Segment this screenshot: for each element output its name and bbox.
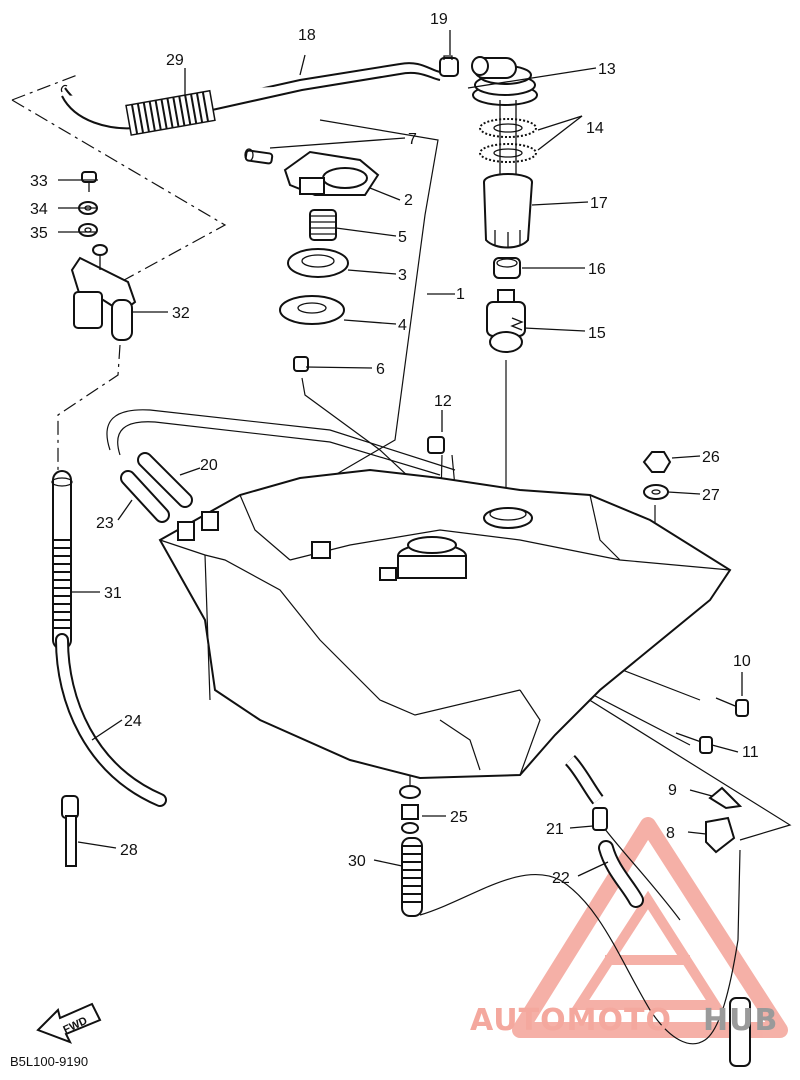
screw-33	[81, 171, 97, 192]
hose-23	[120, 470, 170, 523]
hose-20	[137, 452, 193, 508]
label-13: 13	[598, 61, 616, 78]
spring-5	[309, 209, 337, 241]
label-16: 16	[588, 261, 606, 278]
strainer-17	[483, 173, 533, 249]
label-19: 19	[430, 11, 448, 28]
part-number-labels: 1 2 3 4 5 6 7 8 9 10 11 12 13 14 15 16 1…	[30, 11, 759, 887]
label-29: 29	[166, 52, 184, 69]
nut-12	[427, 436, 445, 454]
label-4: 4	[398, 317, 407, 334]
label-6: 6	[376, 361, 385, 378]
washer-35	[78, 223, 98, 237]
drain-fitting-25	[399, 785, 421, 834]
spring-guard-29	[125, 89, 216, 136]
label-3: 3	[398, 267, 407, 284]
pump-cap-13	[471, 56, 538, 106]
label-17: 17	[590, 195, 608, 212]
bolt-11	[675, 732, 713, 754]
nut-6	[293, 356, 309, 372]
label-34: 34	[30, 201, 48, 218]
fuel-tank-1	[158, 468, 732, 780]
hose-24	[55, 633, 167, 807]
seal-4	[279, 295, 345, 325]
label-8: 8	[666, 825, 675, 842]
clip-9	[708, 786, 743, 810]
washer-27	[643, 484, 669, 500]
label-11: 11	[742, 744, 759, 761]
gasket-3	[287, 248, 349, 278]
breather-hose-18	[60, 62, 441, 130]
breather-tube-loop	[106, 409, 456, 476]
fuel-cap-2	[283, 150, 380, 196]
label-23: 23	[96, 515, 114, 532]
hose-joint-21	[592, 807, 608, 831]
hose-end-bottom	[729, 997, 751, 1067]
watermark-text-automoto: AUTOMOTO	[470, 1003, 672, 1038]
hose-upper-short	[564, 755, 604, 805]
label-35: 35	[30, 225, 48, 242]
label-10: 10	[733, 653, 751, 670]
label-9: 9	[668, 782, 677, 799]
label-15: 15	[588, 325, 606, 342]
diagram-code: B5L100-9190	[10, 1054, 88, 1069]
hose-22	[598, 840, 644, 908]
label-2: 2	[404, 192, 413, 209]
label-27: 27	[702, 487, 720, 504]
hose-30	[401, 837, 423, 917]
hose-31	[51, 470, 73, 650]
label-30: 30	[348, 853, 366, 870]
label-leaders	[58, 30, 743, 877]
fuel-filter-15	[486, 289, 526, 353]
label-28: 28	[120, 842, 138, 859]
fuel-cock-32	[70, 244, 137, 341]
cap-nut-26	[642, 451, 672, 473]
label-22: 22	[552, 870, 570, 887]
label-18: 18	[298, 27, 316, 44]
washer-14	[479, 100, 537, 185]
label-25: 25	[450, 809, 468, 826]
label-5: 5	[398, 229, 407, 246]
screw-7	[244, 148, 274, 165]
label-14: 14	[586, 120, 604, 137]
label-1: 1	[456, 286, 465, 303]
label-20: 20	[200, 457, 218, 474]
forward-arrow-icon: FWD	[36, 1002, 102, 1044]
label-7: 7	[408, 131, 417, 148]
hose-clip-19	[439, 55, 459, 77]
damper-8	[705, 816, 736, 854]
hose-clip-16	[493, 257, 521, 279]
label-26: 26	[702, 449, 720, 466]
label-21: 21	[546, 821, 564, 838]
label-24: 24	[124, 713, 142, 730]
bolt-10	[715, 697, 749, 717]
watermark-text-hub: HUB	[703, 1003, 778, 1038]
label-31: 31	[104, 585, 122, 602]
label-33: 33	[30, 173, 48, 190]
label-12: 12	[434, 393, 452, 410]
label-32: 32	[172, 305, 190, 322]
watermark-text: AUTOMOTO HUB	[470, 1003, 778, 1038]
cable-tie-28	[61, 795, 79, 867]
